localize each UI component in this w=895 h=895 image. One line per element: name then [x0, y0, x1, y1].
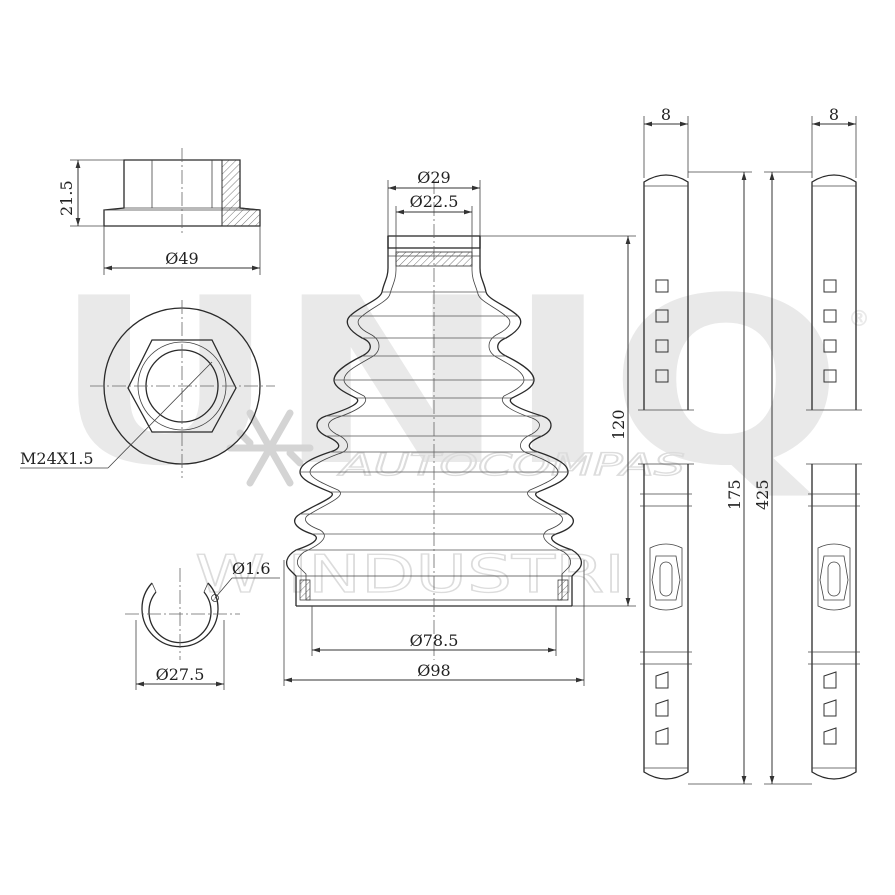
boot-top-inner-label: Ø22.5 [410, 192, 459, 211]
clamp1-width-label: 8 [661, 105, 671, 124]
clamp-strip-long: 8 425 [753, 105, 862, 785]
retaining-ring: Ø1.6 Ø27.5 [125, 559, 280, 690]
ring-diameter-label: Ø27.5 [156, 665, 205, 684]
nut-top-view: M24X1.5 [20, 300, 275, 478]
watermark-brand: UNIQ [53, 250, 843, 517]
snowflake-logo-icon [226, 409, 314, 487]
boot-top-outer-label: Ø29 [417, 168, 450, 187]
wire-diameter-label: Ø1.6 [232, 559, 271, 578]
watermark-subtitle: W INDUSTRI [195, 545, 625, 605]
boot-bottom-inner-label: Ø78.5 [410, 631, 459, 650]
watermark: UNIQ ® AUTOCOMPAS W INDUSTRI [53, 250, 870, 606]
nut-side-view: 21.5 Ø49 [57, 148, 261, 275]
cv-boot: Ø29 Ø22.5 Ø78.5 Ø98 120 [283, 168, 636, 686]
clamp2-length-label: 425 [753, 479, 772, 510]
thread-label: M24X1.5 [20, 449, 94, 468]
clamp2-width-label: 8 [829, 105, 839, 124]
watermark-registered: ® [848, 307, 870, 332]
watermark-company: AUTOCOMPAS [337, 448, 685, 483]
boot-bottom-outer-label: Ø98 [417, 661, 450, 680]
nut-diameter-label: Ø49 [165, 249, 198, 268]
clamp1-length-label: 175 [725, 479, 744, 510]
clamp-strip-short: 8 175 [638, 105, 752, 785]
boot-height-label: 120 [609, 409, 628, 440]
nut-height-label: 21.5 [57, 180, 76, 216]
